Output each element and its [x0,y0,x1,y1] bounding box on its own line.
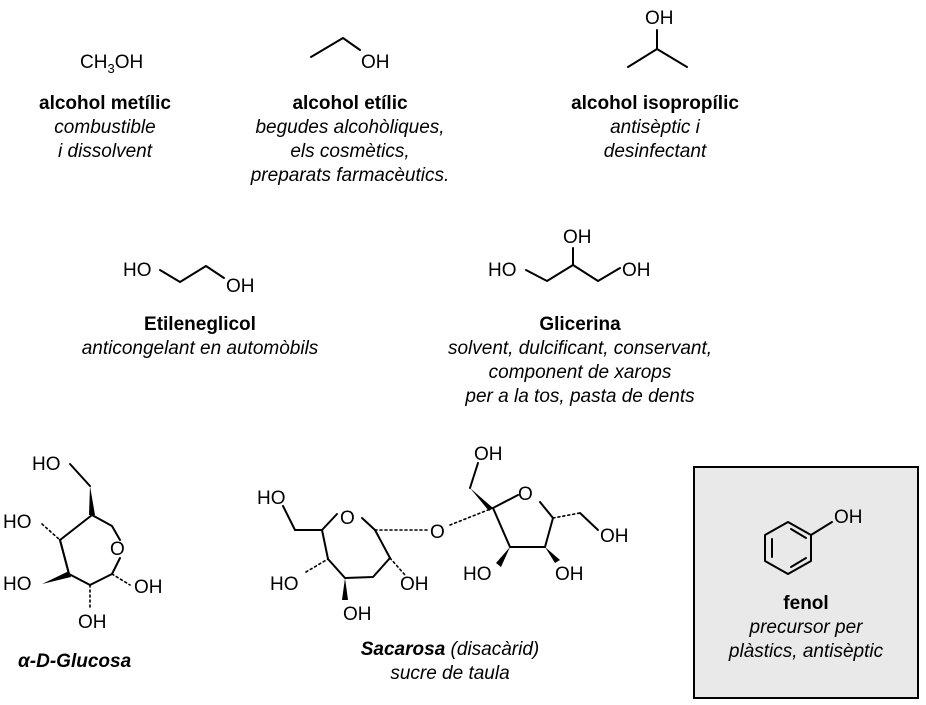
glucose-oh-bottom: OH [78,612,107,633]
sucrose-oh-bottom1: OH [343,604,372,625]
sucrose-oh-bottom2: OH [400,574,429,595]
ethanol-caption: alcohol etílic begudes alcohòliques, els… [215,92,485,188]
sucrose-ho-bottom-left: HO [270,574,299,595]
phenol-highlight-box [693,466,919,699]
sucrose-name-line: Sacarosa (disacàrid) [300,638,600,662]
sucrose-oh-furan: OH [555,564,584,585]
ethylene-glycol-name: Etileneglicol [144,314,256,335]
glycerin-oh-right: OH [622,260,651,281]
isopropanol-name: alcohol isopropílic [571,93,739,114]
phenol-name: fenol [783,593,829,614]
sucrose-bridge-o: O [430,522,445,543]
glycerin-use-3: per a la tos, pasta de dents [465,386,695,407]
ethanol-use-2: els cosmètics, [290,141,410,162]
ethylene-glycol-oh: OH [226,276,255,297]
isopropanol-oh: OH [645,8,674,29]
phenol-caption: fenol precursor per plàstics, antisèptic [693,592,919,664]
isopropanol-use-2: desinfectant [603,141,707,162]
ethanol-use-1: begudes alcohòliques, [255,117,445,138]
sucrose-oh-right: OH [600,526,629,547]
glycerin-oh-top: OH [563,227,592,248]
ethanol-name: alcohol etílic [292,93,408,114]
ethylene-glycol-caption: Etileneglicol anticongelant en automòbil… [0,313,400,361]
methanol-name: alcohol metílic [39,93,171,114]
ethylene-glycol-use-1: anticongelant en automòbils [81,338,319,359]
sucrose-ho-left: HO [257,488,286,509]
phenol-oh: OH [834,507,863,528]
sucrose-furan-o: O [518,484,533,505]
glycerin-use-2: component de xarops [488,362,672,383]
glucose-name: α-D-Glucosa [18,651,132,672]
glucose-ring-o: O [110,539,125,560]
glucose-oh-right: OH [134,577,163,598]
glucose-ho-left1: HO [3,512,32,533]
sucrose-ho-furan: HO [463,564,492,585]
glycerin-name: Glicerina [539,314,621,335]
glycerin-use-1: solvent, dulcificant, conservant, [447,338,713,359]
sucrose-use-1: sucre de taula [390,663,510,684]
ethylene-glycol-ho: HO [123,260,152,281]
isopropanol-caption: alcohol isopropílic antisèptic i desinfe… [530,92,780,164]
methanol-caption: alcohol metílic combustible i dissolvent [0,92,210,164]
isopropanol-use-1: antisèptic i [610,117,700,138]
glucose-ho-top: HO [32,454,61,475]
sucrose-caption: Sacarosa (disacàrid) sucre de taula [300,638,600,686]
ethanol-use-3: preparats farmacèutics. [250,165,450,186]
glycerin-ho: HO [488,260,517,281]
methanol-formula: CH3OH [80,52,144,76]
glycerin-caption: Glicerina solvent, dulcificant, conserva… [420,313,740,409]
methanol-use-2: i dissolvent [58,141,152,162]
sucrose-name-paren: (disacàrid) [450,639,540,660]
sucrose-ring-o: O [340,508,355,529]
sucrose-name: Sacarosa [360,639,446,660]
sucrose-oh-top: OH [474,444,503,465]
ethanol-oh: OH [361,52,390,73]
glucose-ho-left2: HO [3,574,32,595]
phenol-use-1: precursor per [749,617,863,638]
phenol-use-2: plàstics, antisèptic [728,641,884,662]
methanol-use-1: combustible [54,117,156,138]
